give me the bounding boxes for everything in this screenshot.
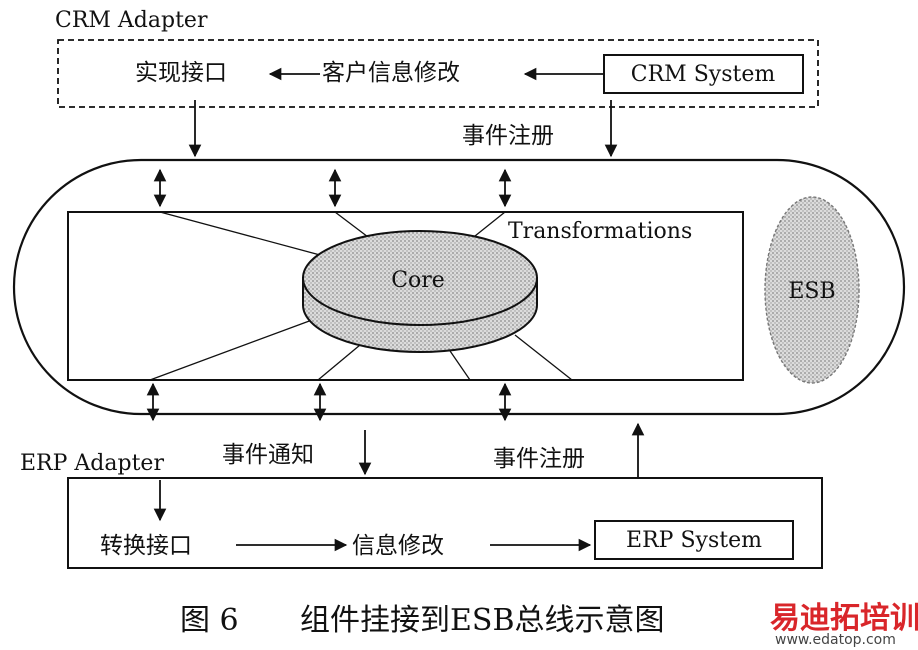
erp-register-label: 事件注册 bbox=[493, 446, 585, 472]
watermark: 易迪拓培训 www.edatop.com bbox=[770, 601, 918, 648]
transformations-label: Transformations bbox=[508, 219, 692, 244]
erp-adapter-box bbox=[67, 477, 823, 569]
crm-interface-label: 实现接口 bbox=[135, 60, 227, 86]
spoke-top-left bbox=[159, 211, 321, 256]
figure-caption: 图 6 组件挂接到ESB总线示意图 bbox=[180, 603, 665, 638]
erp-adapter-title: ERP Adapter bbox=[20, 451, 164, 476]
caption-text: 组件挂接到ESB总线示意图 bbox=[300, 603, 665, 638]
spoke-top-right bbox=[469, 211, 506, 241]
crm-system-label: CRM System bbox=[631, 62, 776, 87]
spoke-bottom-center-left bbox=[317, 344, 361, 381]
top-bidirectional-arrows bbox=[153, 168, 512, 208]
core-label: Core bbox=[391, 268, 445, 293]
esb-label: ESB bbox=[788, 279, 835, 304]
erp-flow-label: 信息修改 bbox=[352, 533, 444, 559]
core-disk: Core bbox=[302, 230, 538, 353]
erp-system-box bbox=[594, 520, 794, 560]
spoke-bottom-right bbox=[514, 334, 573, 381]
crm-flow-label: 客户信息修改 bbox=[322, 60, 460, 86]
erp-interface-label: 转换接口 bbox=[100, 533, 192, 559]
esb-oval bbox=[764, 196, 860, 384]
esb-bus: Transformations Core ESB bbox=[12, 158, 906, 422]
watermark-url: www.edatop.com bbox=[775, 632, 896, 648]
erp-system-label: ERP System bbox=[626, 528, 762, 553]
erp-adapter: ERP Adapter 事件通知 事件注册 转换接口 信息修改 ERP Syst… bbox=[20, 422, 823, 569]
crm-adapter-title: CRM Adapter bbox=[55, 8, 208, 33]
crm-adapter-box bbox=[57, 39, 819, 108]
bottom-bidirectional-arrows bbox=[146, 382, 512, 422]
crm-adapter: CRM Adapter 实现接口 客户信息修改 CRM System 事件注册 bbox=[55, 8, 819, 158]
erp-notify-label: 事件通知 bbox=[222, 442, 314, 468]
crm-register-label: 事件注册 bbox=[462, 123, 554, 149]
core-disk-top bbox=[302, 230, 538, 326]
watermark-brand: 易迪拓培训 bbox=[770, 601, 918, 636]
spoke-bottom-left bbox=[149, 319, 313, 381]
caption-figure-label: 图 6 bbox=[180, 603, 239, 638]
spoke-bottom-center-right bbox=[447, 347, 471, 381]
crm-system-box bbox=[603, 54, 804, 94]
